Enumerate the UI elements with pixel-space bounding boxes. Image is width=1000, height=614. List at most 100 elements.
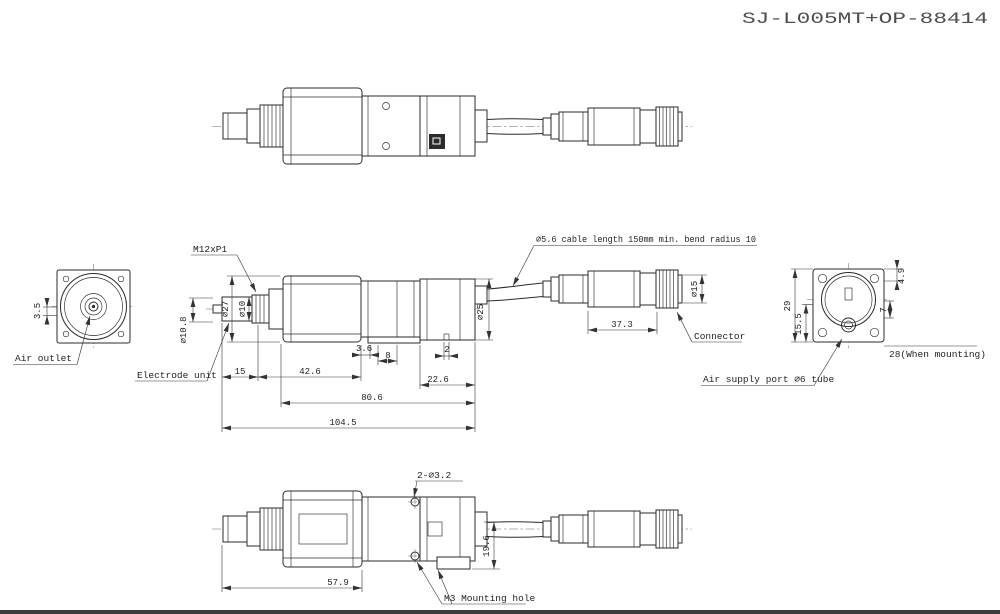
mounting-foot [436,556,471,570]
dim-body-len: 57.9 [327,578,349,588]
dim-body-overall: 80.6 [361,393,383,403]
dim-foot-depth: 19.6 [482,535,492,557]
mounting-holes-label: 2-⌀3.2 [413,470,463,498]
dim-3-6: 3.6 [352,344,379,358]
m3-mounting-hole-text: M3 Mounting hole [444,593,536,604]
when-mounting-label: 28(When mounting) [884,345,986,360]
air-supply-port [841,317,856,333]
bottom-view-main-body [282,490,363,568]
electrode-needle [91,304,96,309]
dim-dia25: ⌀25 [475,278,493,341]
corner-screw [869,273,880,284]
dim-dia15: ⌀15 [683,274,707,304]
bottom-view-cable [486,521,544,538]
corner-screw [817,273,828,284]
dim-dia-tip: ⌀10.8 [179,316,189,343]
dim-29: 29 [783,268,813,343]
m3-mounting-hole-label: M3 Mounting hole [416,561,536,605]
corner-screw [117,275,125,283]
corner-screw [869,327,880,338]
dim-2: 2 [435,345,458,359]
air-outlet-text: Air outlet [15,353,72,364]
right-end-view: 29 15.5 4.9 7 28(When mounting) Air supp… [701,260,986,386]
dim-boss: 8 [385,351,390,361]
electrode-unit-label: Electrode unit [135,322,230,382]
top-view [212,87,692,165]
mounting-foot [367,336,421,344]
dim-57-9: 57.9 [221,545,363,592]
screw-hole [382,142,390,150]
when-mounting-text: 28(When mounting) [889,349,986,360]
dim-22-6: 22.6 [420,375,475,388]
top-view-main-body [282,87,363,165]
dim-port-depth: 7 [879,307,889,312]
cable-note-text: ⌀5.6 cable length 150mm min. bend radius… [536,234,756,245]
top-view-connector [542,106,683,147]
connector-label: Connector [676,311,745,343]
corner-screw [62,330,70,338]
dim-dia27: ⌀27 [221,275,280,343]
dim-height: 29 [783,301,793,312]
mounting-holes-text: 2-⌀3.2 [417,470,452,481]
dim-3-5: 3.5 [33,298,57,325]
cable-gland [474,511,488,547]
dim-rear-block: 22.6 [427,375,449,385]
bottom-view: 2-⌀3.2 57.9 19.6 M3 Mounting hole [212,470,692,605]
side-view: M12xP1 ⌀5.6 cable length 150mm min. bend… [135,234,757,432]
corner-screw [117,330,125,338]
sheet-border-bottom [0,610,1000,614]
cable-note-label: ⌀5.6 cable length 150mm min. bend radius… [512,234,757,287]
air-supply-text: Air supply port ⌀6 tube [703,374,834,385]
top-view-emitter-head [222,104,284,148]
dim-104-5: 104.5 [222,418,475,431]
dim-15: 15 [222,367,258,380]
dim-overall: 104.5 [329,418,356,428]
bottom-view-connector [542,509,683,549]
dim-4-9: 4.9 [884,260,907,290]
dim-port-offset: 15.5 [794,313,804,335]
dim-step: 3.6 [356,344,372,354]
dim-8: 8 [378,351,397,364]
dim-top-offset: 4.9 [897,268,907,284]
dim-dia-body: ⌀27 [221,301,231,317]
thread-spec-label: M12xP1 [191,244,257,293]
dim-dia-rear: ⌀25 [476,304,486,320]
dim-19-6: 19.6 [472,521,500,570]
dim-dia-electrode: ⌀10 [238,301,248,317]
dim-15-5: 15.5 [794,304,813,342]
screw-hole [382,102,390,110]
dim-dia-connector: ⌀15 [690,281,700,297]
dim-80-6: 80.6 [281,393,475,406]
electrode-unit-text: Electrode unit [137,370,217,381]
left-end-view: 3.5 Air outlet [13,264,135,365]
cable-gland [474,285,488,305]
air-outlet-label: Air outlet [13,315,91,365]
dim-len-tip: 15 [235,367,246,377]
dim-left-offset: 3.5 [33,303,43,319]
dim-len-mid: 42.6 [299,367,321,377]
dim-connector-len: 37.3 [611,320,633,330]
drawing-title: SJ-L005MT+OP-88414 [742,10,988,28]
dim-dia10: ⌀10 [238,297,252,321]
side-view-mounting-section [360,278,488,344]
side-view-main-body [282,275,362,343]
connector-socket [429,134,445,149]
corner-screw [62,275,70,283]
dim-7: 7 [879,300,894,319]
top-view-cable [486,118,544,135]
bottom-view-emitter-head [222,507,284,551]
air-outlet-nozzle [88,301,99,312]
top-view-mounting-section [361,95,488,157]
thread-spec-text: M12xP1 [193,244,228,255]
dim-37-3: 37.3 [587,311,658,334]
corner-screw [817,327,828,338]
bottom-view-mounting-section [361,495,488,570]
air-supply-label: Air supply port ⌀6 tube [701,338,843,386]
dim-dia10-8: ⌀10.8 [179,297,213,344]
side-view-cable [486,282,544,302]
side-view-connector [542,269,683,309]
connector-text: Connector [694,331,745,342]
dim-slot: 2 [444,345,449,355]
